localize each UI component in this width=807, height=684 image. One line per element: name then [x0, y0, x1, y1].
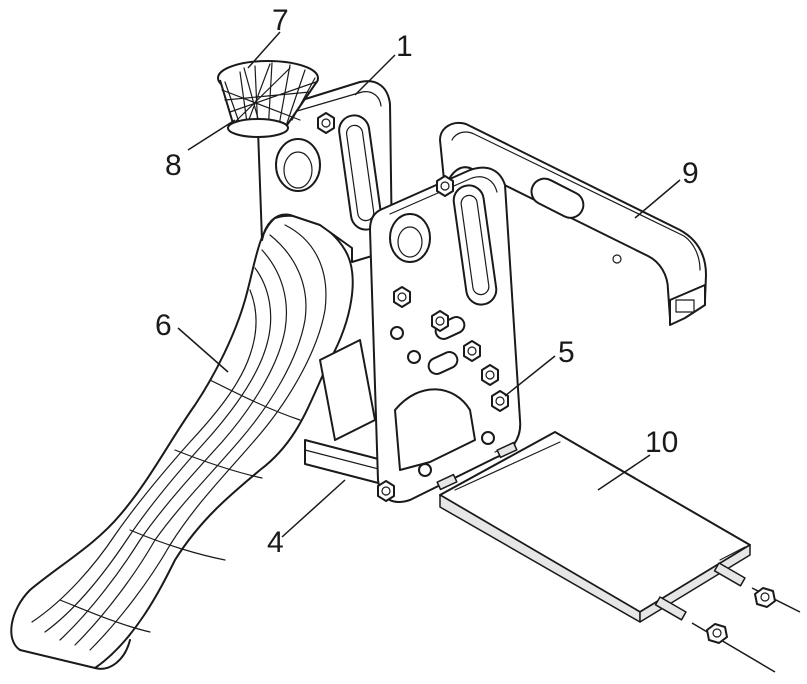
part-9-handle: [439, 122, 707, 326]
callout-4: 4: [267, 526, 284, 559]
leader-lines: [177, 31, 681, 538]
callout-7: 7: [272, 4, 289, 37]
loose-nut-2: [754, 587, 776, 608]
nut-6: [377, 480, 395, 502]
nut-4: [481, 364, 499, 386]
nut-5: [491, 390, 509, 412]
fastener-set: [436, 441, 801, 673]
nut-1: [393, 286, 411, 308]
callout-9: 9: [682, 157, 699, 190]
callout-1: 1: [396, 30, 413, 63]
nut-7: [436, 175, 454, 197]
callout-labels: 1 4 5 6 7 8 9 10: [155, 4, 699, 559]
part-8-holder-ring: [227, 118, 289, 138]
callout-8: 8: [165, 149, 182, 182]
callout-10: 10: [645, 426, 678, 459]
hole-2: [407, 350, 421, 364]
hole-4: [481, 431, 495, 445]
nut-rear-plate: [317, 112, 335, 134]
callout-6: 6: [155, 309, 172, 342]
part-6-slide: [10, 214, 354, 670]
nut-3: [463, 340, 481, 362]
loose-nut-1: [706, 623, 728, 644]
hole-1: [390, 326, 404, 340]
callout-5: 5: [558, 336, 575, 369]
part-4-crossbar: [304, 339, 391, 487]
part-1-rear-plate: [257, 80, 393, 263]
nut-2: [431, 310, 449, 332]
part-5-front-plate: [369, 166, 522, 503]
hole-3: [418, 463, 432, 477]
